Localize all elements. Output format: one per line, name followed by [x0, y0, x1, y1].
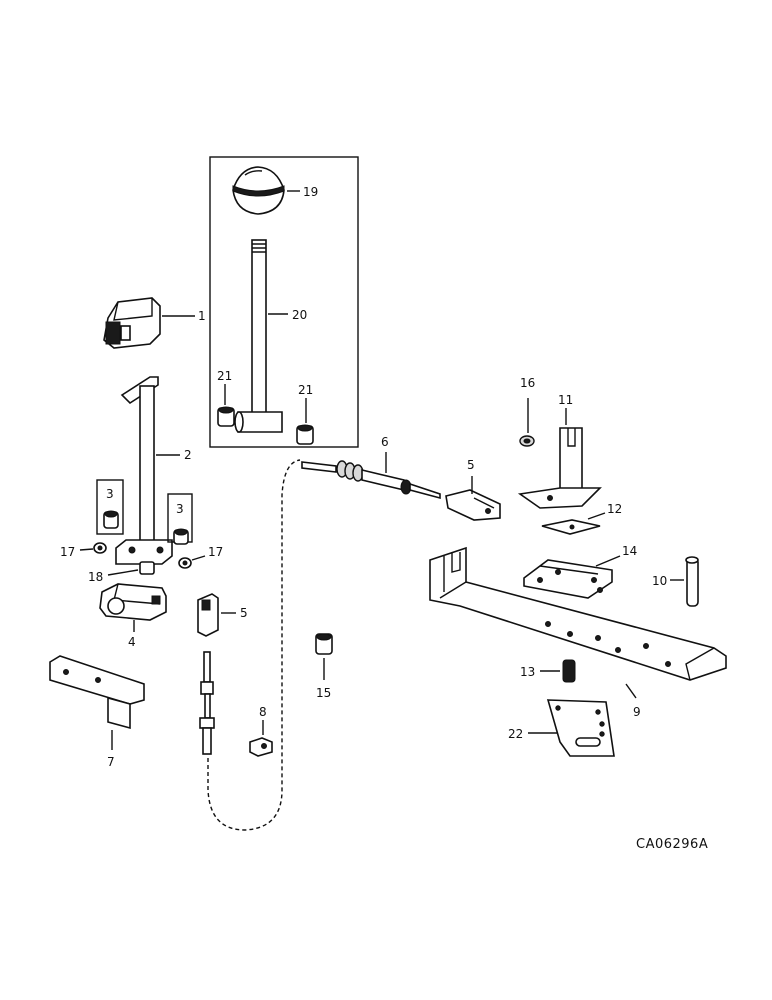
- callout-4: 4: [128, 635, 136, 649]
- part-cable-upper: [301, 452, 441, 500]
- callout-3-right: 3: [176, 502, 184, 516]
- callout-17-right: 17: [208, 545, 223, 559]
- callout-21-left: 21: [217, 369, 232, 383]
- callout-21-right: 21: [298, 383, 313, 397]
- part-knob: [232, 166, 285, 215]
- callout-13: 13: [520, 665, 535, 679]
- part-channel-plate: [523, 555, 621, 599]
- part-main-bracket: [429, 546, 727, 699]
- callout-14: 14: [622, 544, 637, 558]
- part-washer-right: [178, 555, 206, 569]
- callout-15: 15: [316, 686, 331, 700]
- part-clevis-lower: [197, 593, 236, 637]
- callout-5-lower: 5: [240, 606, 248, 620]
- callout-labels: 1 2 3 3 4 5 5 6 7 8 9 10 11 12 13 14 15 …: [60, 185, 667, 769]
- part-flat-plate: [541, 512, 606, 535]
- callout-12: 12: [607, 502, 622, 516]
- drawing-code: CA06296A: [636, 837, 708, 852]
- callout-2: 2: [184, 448, 192, 462]
- part-slotted-plate: [528, 699, 615, 757]
- callout-7: 7: [107, 755, 115, 769]
- cable-route-dashed: [207, 459, 301, 831]
- callout-17-left: 17: [60, 545, 75, 559]
- part-bushing-left: [217, 406, 235, 427]
- callout-10: 10: [652, 574, 667, 588]
- part-grip-cap: [103, 297, 195, 349]
- callout-22: 22: [508, 727, 523, 741]
- callout-16: 16: [520, 376, 535, 390]
- callout-18: 18: [88, 570, 103, 584]
- part-bushing-right: [296, 424, 314, 445]
- part-shift-lever: [115, 376, 180, 565]
- part-pivot-bracket: [99, 583, 167, 632]
- part-spacer: [540, 659, 576, 683]
- callout-19: 19: [303, 185, 318, 199]
- lever-inset-group: [209, 156, 359, 448]
- lever-inset-frame: [209, 156, 359, 448]
- callout-11: 11: [558, 393, 573, 407]
- part-pin: [670, 556, 699, 607]
- part-angle-bracket: [49, 655, 145, 750]
- callout-5-upper: 5: [467, 458, 475, 472]
- part-cable-clip: [249, 720, 273, 757]
- callout-1: 1: [198, 309, 206, 323]
- part-nylon-bushing: [315, 633, 333, 680]
- part-bushing-right-3: [167, 493, 193, 545]
- part-cable-rod-lower: [199, 651, 215, 755]
- part-lock-washer: [519, 398, 535, 447]
- part-upright-bracket: [517, 408, 602, 509]
- part-clevis-upper: [445, 476, 501, 521]
- callout-20: 20: [292, 308, 307, 322]
- part-bushing-left-3: [96, 479, 124, 535]
- callout-9: 9: [633, 705, 641, 719]
- callout-3-left: 3: [106, 487, 114, 501]
- part-washer-left: [79, 542, 107, 554]
- callout-8: 8: [259, 705, 267, 719]
- part-lever-shaft: [234, 239, 283, 433]
- callout-6: 6: [381, 435, 389, 449]
- part-nut: [107, 561, 155, 576]
